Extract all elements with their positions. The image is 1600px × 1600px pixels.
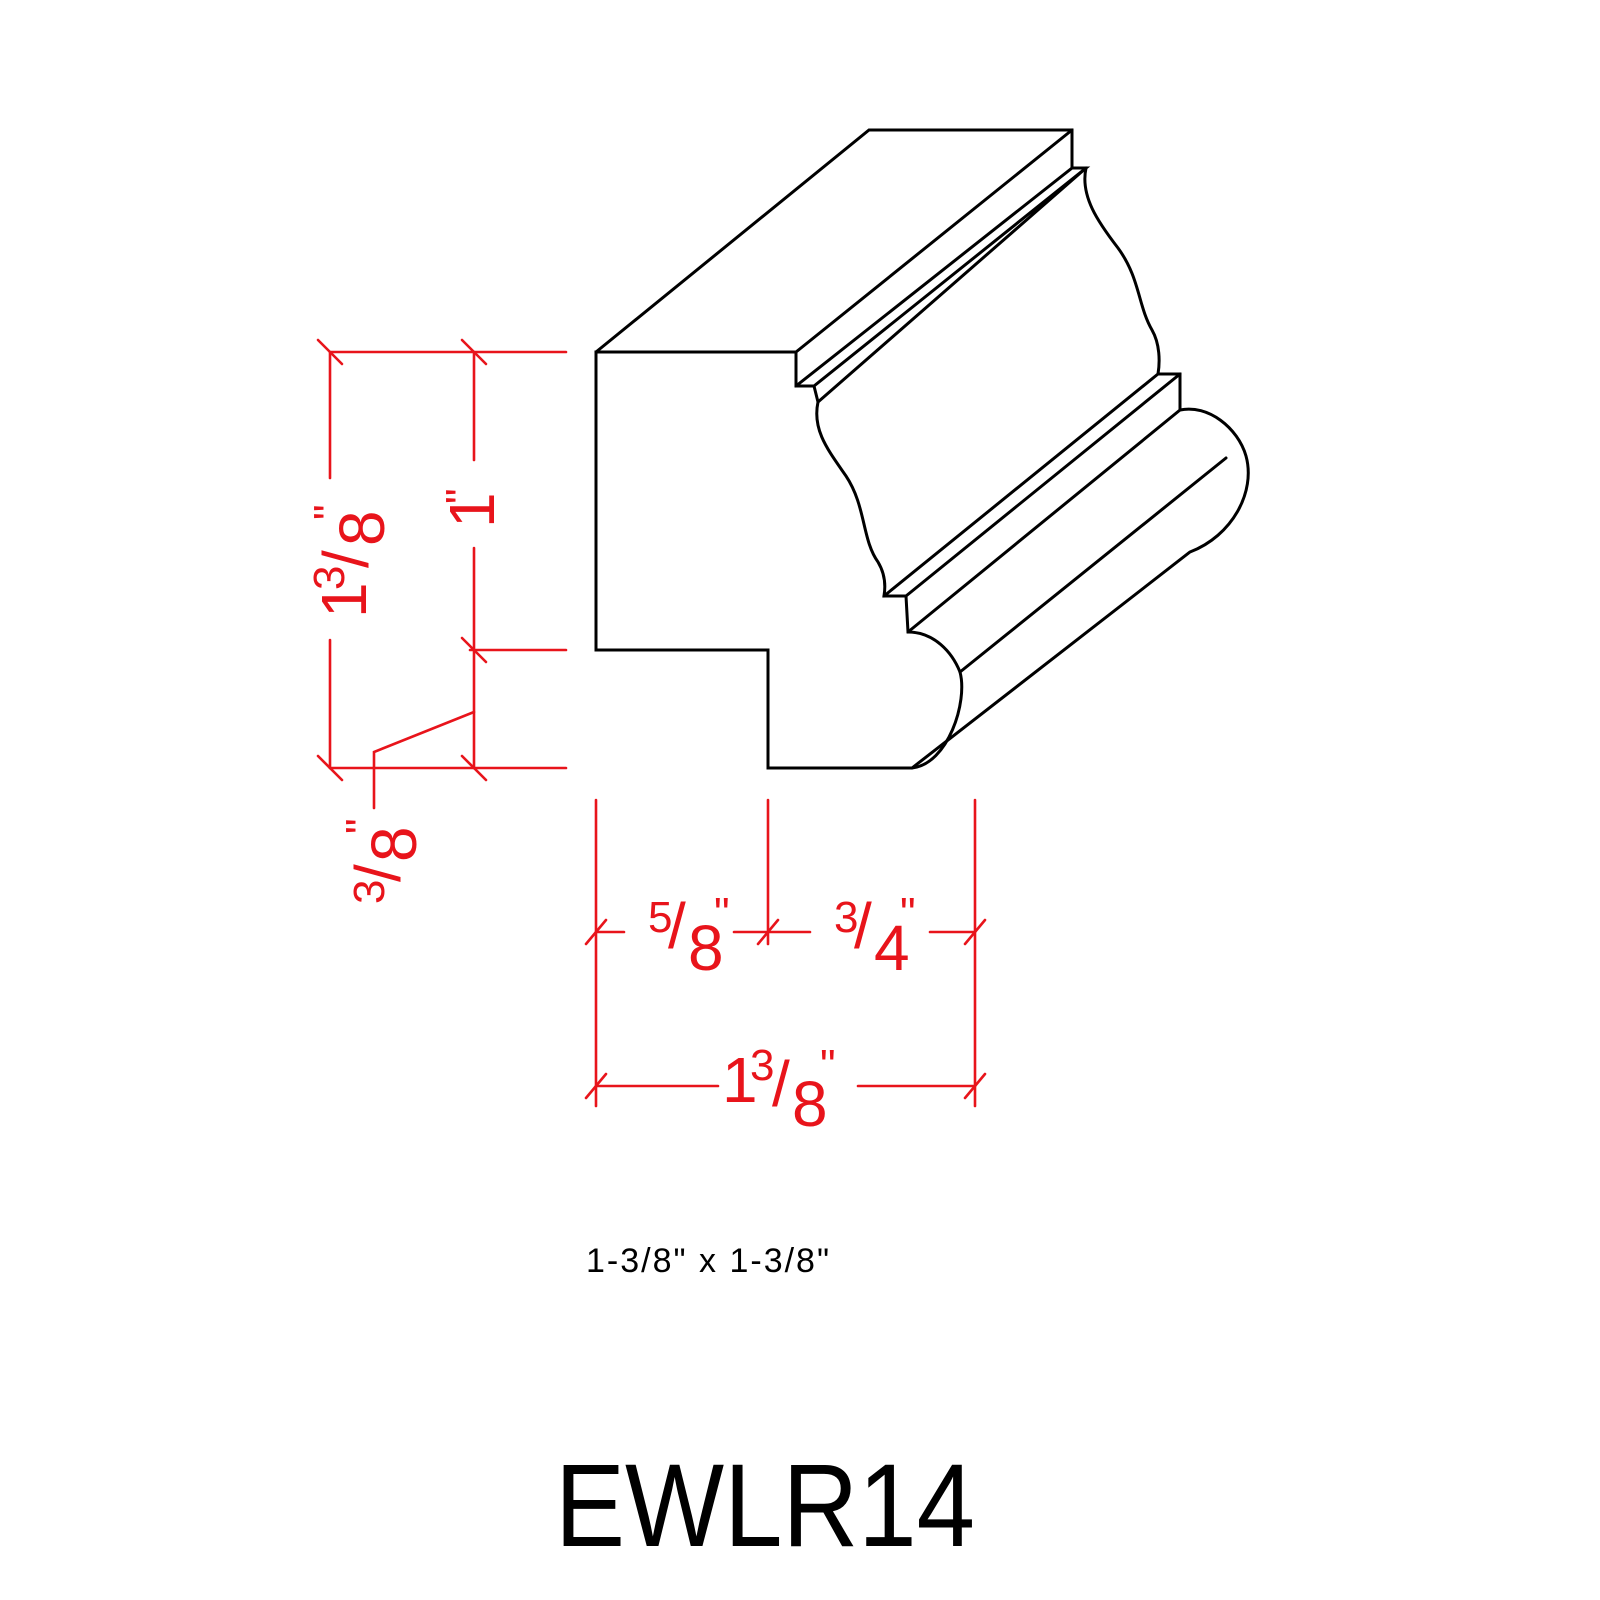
svg-text:/: /: [772, 1048, 790, 1120]
svg-text:3: 3: [834, 893, 858, 942]
svg-text:": ": [305, 504, 354, 520]
svg-text:": ": [714, 889, 730, 938]
svg-text:/: /: [668, 890, 686, 962]
middle-ridges: [882, 372, 1182, 634]
svg-text:": ": [820, 1041, 836, 1090]
top-ridges: [794, 128, 1091, 404]
dim-upper-height-label: 1 ": [436, 488, 508, 528]
svg-text:8: 8: [688, 912, 724, 984]
svg-text:3: 3: [750, 1041, 774, 1090]
svg-text:": ": [337, 818, 386, 834]
svg-text:1: 1: [308, 582, 380, 618]
svg-text:": ": [437, 488, 486, 504]
svg-text:8: 8: [326, 510, 398, 546]
svg-text:1: 1: [436, 492, 508, 528]
svg-text:8: 8: [792, 1068, 828, 1140]
back-bead: [910, 407, 1250, 770]
svg-text:/: /: [854, 890, 872, 962]
dim-left-width-label: 5 / 8 ": [648, 889, 730, 984]
back-cove: [1083, 166, 1161, 376]
svg-text:3: 3: [305, 566, 354, 590]
svg-text:/: /: [342, 864, 414, 882]
product-code: EWLR14: [555, 1440, 975, 1572]
molding-outline: [594, 128, 1250, 770]
svg-text:5: 5: [648, 893, 672, 942]
svg-text:1: 1: [722, 1044, 758, 1116]
svg-text:4: 4: [874, 912, 910, 984]
svg-text:8: 8: [358, 826, 430, 862]
svg-text:3: 3: [345, 880, 394, 904]
size-caption: 1-3/8" x 1-3/8": [586, 1242, 831, 1280]
svg-text:": ": [900, 889, 916, 938]
front-profile: [594, 350, 964, 770]
dimension-lines: [316, 338, 987, 1108]
dim-lower-height-label: 3 / 8 ": [337, 818, 430, 904]
dim-overall-width-label: 1 3 / 8 ": [722, 1041, 836, 1140]
top-face: [594, 128, 1074, 388]
dim-right-width-label: 3 / 4 ": [834, 889, 916, 984]
bead-line: [958, 456, 1228, 674]
svg-text:/: /: [310, 550, 382, 568]
dim-overall-height-label: 1 3 / 8 ": [305, 504, 398, 618]
